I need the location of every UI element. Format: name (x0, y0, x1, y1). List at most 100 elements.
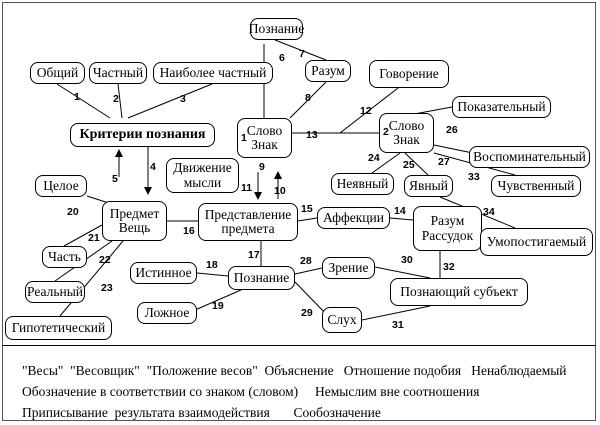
concept-label: Общий (36, 64, 79, 80)
concept-node-affektsii: Аффекции (317, 207, 390, 229)
concept-label: Неявный (336, 175, 389, 191)
edge-number: 27 (438, 156, 450, 168)
legend-footer: "Весы" "Весовщик" "Положение весов" Объя… (2, 345, 596, 421)
concept-label: Говорение (379, 65, 439, 81)
edge-number: 14 (394, 205, 406, 217)
edge-number: 28 (300, 255, 312, 267)
concept-node-kriterii: Критерии познания (70, 123, 215, 147)
concept-node-govorenie: Говорение (369, 60, 449, 88)
concept-node-tseloe: Целое (35, 175, 87, 197)
legend-line-1: "Весы" "Весовщик" "Положение весов" Объя… (22, 363, 567, 378)
edge-number: 13 (306, 129, 318, 141)
edge-number: 2 (113, 93, 119, 105)
connector-line (371, 152, 401, 174)
connector-line (127, 83, 213, 119)
concept-label: Разум Рассудок (421, 213, 474, 243)
edge-number: 3 (180, 93, 186, 105)
concept-label: Явный (409, 177, 448, 193)
connector-line (294, 267, 323, 275)
concept-label: Слово Знак (246, 122, 283, 152)
concept-label: Зрение (328, 259, 369, 275)
edge-number: 33 (468, 171, 480, 183)
connector-line (374, 266, 431, 279)
connector-line (339, 87, 399, 134)
concept-label: Умопостигаемый (486, 233, 587, 249)
node-mark: 2 (383, 126, 389, 138)
edge-number: 11 (241, 182, 253, 194)
concept-node-poznanie-top: Познание (248, 18, 305, 40)
edge-number: 6 (279, 52, 285, 64)
concept-label: Разум (311, 62, 345, 78)
connector-line (56, 83, 111, 119)
diagram-frame (2, 2, 596, 421)
concept-label: Реальный (26, 283, 83, 299)
edge-number: 26 (446, 124, 458, 136)
edge-number: 22 (99, 254, 111, 266)
connector-line (196, 272, 229, 277)
concept-label: Аффекции (323, 209, 384, 225)
connector-line (63, 224, 103, 247)
edge-number: 31 (392, 319, 404, 331)
edge-number: 23 (101, 282, 113, 294)
edge-number: 20 (67, 206, 79, 218)
edge-number: 29 (301, 307, 313, 319)
edge-number: 34 (483, 206, 495, 218)
concept-label: Слух (327, 311, 357, 327)
concept-node-dvizhenie: Движение мысли (166, 158, 239, 193)
concept-label: Чувственный (497, 177, 575, 193)
concept-label: Предмет Вещь (109, 205, 160, 235)
concept-node-poznayushchiy: Познающий субъект (390, 278, 528, 306)
concept-label: Ложное (144, 304, 190, 320)
concept-label: Воспоминательный (473, 148, 586, 164)
concept-node-predmet: Предмет Вещь (102, 201, 167, 241)
concept-node-predstavlenie: Представление предмета (198, 203, 298, 241)
concept-label: Движение мысли (173, 160, 232, 190)
concept-node-chastnyy: Частный (89, 62, 147, 84)
edge-number: 30 (401, 254, 413, 266)
edge-number: 1 (74, 91, 80, 103)
edge-number: 15 (301, 203, 313, 215)
concept-label: Познание (233, 269, 290, 285)
connector-line (289, 81, 327, 119)
concept-node-razum: Разум (305, 60, 351, 82)
concept-node-slovo-znak-1: Слово Знак (237, 118, 292, 158)
edge-number: 10 (274, 185, 286, 197)
edge-number: 4 (150, 161, 156, 173)
edge-number: 7 (299, 48, 305, 60)
edge-number: 32 (443, 261, 455, 273)
edge-number: 17 (248, 249, 260, 261)
connector-lines (54, 39, 516, 321)
connector-line (389, 217, 414, 221)
concept-label: Критерии познания (79, 126, 206, 142)
connector-line (274, 39, 327, 61)
concept-node-poznanie-mid: Познание (228, 266, 295, 290)
concept-node-slukh: Слух (322, 307, 362, 333)
edge-number: 12 (360, 105, 372, 117)
legend-line-3: Приписывание результата взаимодействия С… (22, 405, 381, 420)
concept-label: Познание (248, 20, 305, 36)
concept-node-umopostigaemyy: Умопостигаемый (480, 228, 593, 256)
connector-line (297, 217, 318, 222)
connector-line (404, 152, 429, 176)
edge-number: 5 (112, 173, 118, 185)
concept-node-chuvstvennyy: Чувственный (491, 175, 581, 197)
concept-label: Истинное (135, 264, 192, 280)
concept-node-naibolee: Наиболее частный (153, 62, 273, 84)
connector-line (59, 240, 124, 317)
concept-label: Слово Знак (388, 117, 425, 147)
concept-node-yavnyy: Явный (404, 175, 453, 197)
concept-node-neyavnyy: Неявный (331, 173, 394, 195)
concept-node-gipoteticheskiy: Гипотетический (5, 316, 112, 340)
edge-number: 18 (206, 259, 218, 271)
edge-number: 16 (183, 225, 195, 237)
concept-label: Гипотетический (11, 319, 106, 335)
connector-line (361, 305, 431, 321)
concept-label: Представление предмета (204, 206, 292, 236)
concept-node-pokazatelnyy: Показательный (452, 96, 551, 118)
concept-node-slovo-znak-2: Слово Знак (379, 113, 434, 153)
edge-number: 25 (403, 159, 415, 171)
connector-line (194, 289, 242, 311)
concept-node-obshchiy: Общий (30, 62, 85, 84)
edge-number: 8 (305, 92, 311, 104)
